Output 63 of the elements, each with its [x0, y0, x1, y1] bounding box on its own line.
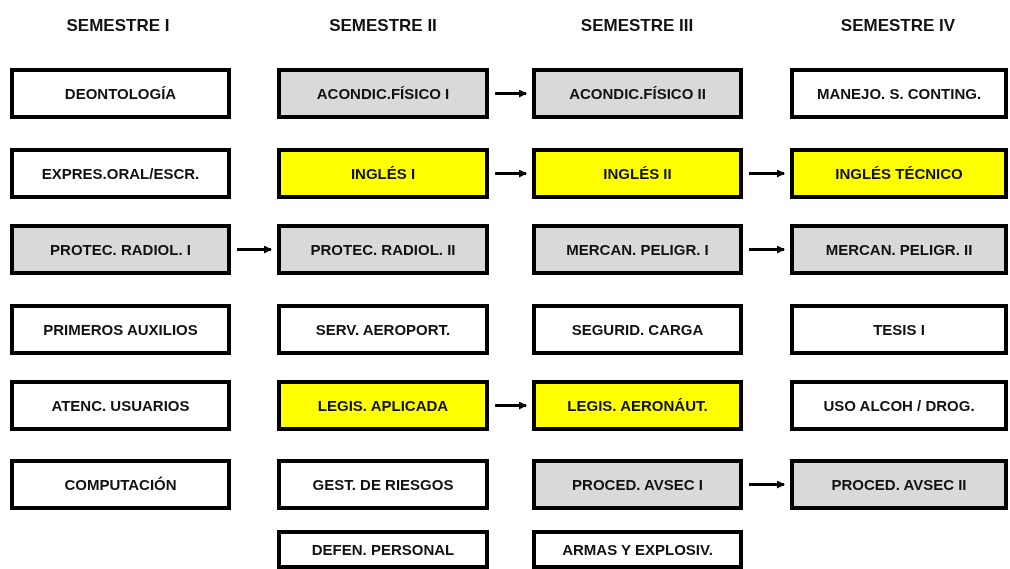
course-box	[277, 380, 489, 431]
course-box	[10, 380, 231, 431]
arrow	[495, 89, 527, 98]
course-box	[277, 304, 489, 355]
course-box	[277, 68, 489, 119]
course-box	[790, 380, 1008, 431]
arrow	[749, 245, 785, 254]
course-name: USO ALCOH / DROG.	[823, 397, 975, 414]
column-heading: SEMESTRE II	[329, 16, 437, 36]
course-name: ACONDIC.FÍSICO II	[569, 85, 706, 102]
course-name: ATENC. USUARIOS	[51, 397, 190, 414]
course-name: MERCAN. PELIGR. II	[825, 241, 973, 258]
course-name: LEGIS. AERONÁUT.	[567, 397, 708, 414]
column-heading: SEMESTRE IV	[840, 16, 956, 36]
course-name: SEGURID. CARGA	[571, 321, 704, 338]
course-name: PROCED. AVSEC I	[572, 476, 703, 493]
course-name: INGLÉS I	[350, 165, 416, 182]
arrow	[237, 245, 272, 254]
course-box	[790, 224, 1008, 275]
course-name: DEONTOLOGÍA	[64, 85, 177, 102]
course-box	[790, 68, 1008, 119]
course-box	[277, 224, 489, 275]
course-box	[10, 224, 231, 275]
course-box	[10, 148, 231, 199]
course-name: ARMAS Y EXPLOSIV.	[562, 541, 713, 558]
course-box	[10, 304, 231, 355]
course-name: MERCAN. PELIGR. I	[566, 241, 709, 258]
arrow	[749, 169, 785, 178]
course-box	[532, 224, 743, 275]
course-box	[790, 304, 1008, 355]
column-heading: SEMESTRE I	[66, 16, 170, 36]
course-box	[10, 68, 231, 119]
course-name: PROCED. AVSEC II	[831, 476, 967, 493]
course-box	[532, 530, 743, 569]
course-box	[532, 68, 743, 119]
course-name: PROTEC. RADIOL. I	[50, 241, 191, 258]
course-name: COMPUTACIÓN	[64, 476, 177, 493]
course-box	[10, 459, 231, 510]
course-name: SERV. AEROPORT.	[315, 321, 451, 338]
course-box	[532, 459, 743, 510]
course-box	[277, 530, 489, 569]
course-box	[790, 148, 1008, 199]
course-name: EXPRES.ORAL/ESCR.	[41, 165, 200, 182]
course-name: INGLÉS TÉCNICO	[835, 165, 963, 182]
course-box	[277, 459, 489, 510]
column-heading: SEMESTRE III	[580, 16, 694, 36]
arrow	[495, 401, 527, 410]
course-name: INGLÉS II	[603, 165, 672, 182]
course-name: ACONDIC.FÍSICO I	[316, 85, 450, 102]
course-name: LEGIS. APLICADA	[317, 397, 449, 414]
course-name: PRIMEROS AUXILIOS	[43, 321, 198, 338]
course-box	[277, 148, 489, 199]
arrow	[749, 480, 785, 489]
course-box	[532, 304, 743, 355]
course-box	[790, 459, 1008, 510]
course-name: PROTEC. RADIOL. II	[310, 241, 456, 258]
course-box	[532, 380, 743, 431]
course-name: TESIS I	[873, 321, 925, 338]
course-name: MANEJO. S. CONTING.	[816, 85, 982, 102]
course-name: DEFEN. PERSONAL	[311, 541, 455, 558]
arrow	[495, 169, 527, 178]
course-box	[532, 148, 743, 199]
course-name: GEST. DE RIESGOS	[312, 476, 454, 493]
